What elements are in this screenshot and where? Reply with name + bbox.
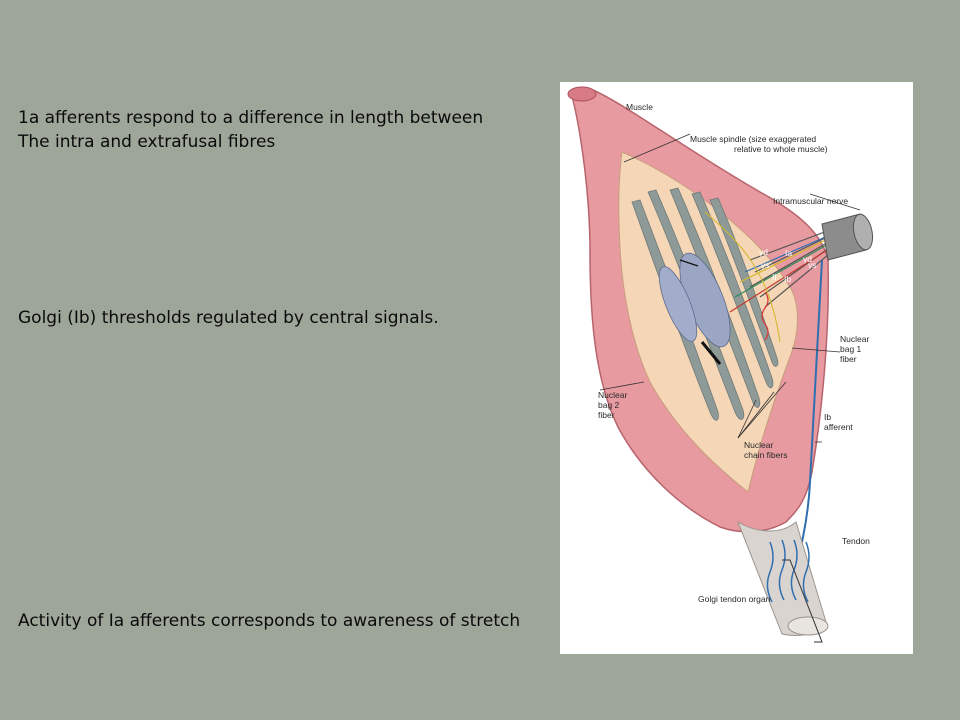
nerve-tag: γs — [761, 260, 770, 270]
label-nuclear-chain-line1: Nuclear — [744, 440, 774, 450]
label-muscle-spindle: Muscle spindle (size exaggerated relativ… — [690, 134, 828, 154]
muscle-cap — [567, 86, 597, 102]
nuclear-bag-swelling — [658, 266, 698, 342]
text-golgi-thresholds: Golgi (Ib) thresholds regulated by centr… — [18, 308, 439, 328]
label-tendon: Tendon — [842, 536, 870, 546]
label-nuclear-bag-2: Nuclear bag 2 fiber — [598, 390, 627, 420]
label-ib-afferent-line1: Ib — [824, 412, 832, 422]
label-golgi-tendon-organ: Golgi tendon organ — [698, 594, 771, 604]
nerve-bundle — [749, 223, 847, 308]
text-ia-awareness: Activity of Ia afferents corresponds to … — [18, 611, 521, 631]
label-intramuscular-nerve: Intramuscular nerve — [773, 196, 849, 206]
fiber-ending-yellow — [704, 211, 781, 343]
label-nuclear-bag-1-line1: Nuclear — [840, 334, 870, 344]
label-muscle-spindle-line1: Muscle spindle (size exaggerated — [690, 134, 817, 144]
intrafusal-fiber — [691, 191, 774, 389]
label-ib-afferent-line2: afferent — [824, 422, 853, 432]
nerve-tag: γd — [803, 254, 812, 264]
label-nuclear-chain: Nuclear chain fibers — [744, 440, 787, 460]
label-nuclear-chain-line2: chain fibers — [744, 450, 788, 460]
intrafusal-fiber — [709, 197, 779, 367]
fiber-ending-black — [700, 341, 722, 365]
label-ib-afferent: Ib afferent — [824, 412, 853, 432]
fiber-ending-red — [761, 291, 769, 341]
text-ia-afferents-line1: 1a afferents respond to a difference in … — [18, 108, 484, 128]
tendon — [736, 520, 827, 636]
golgi-bracket — [782, 559, 823, 643]
label-nuclear-bag-2-line3: fiber — [598, 410, 615, 420]
label-muscle-spindle-line2: relative to whole muscle) — [734, 144, 828, 154]
label-muscle: Muscle — [626, 102, 653, 112]
tendon-end — [787, 616, 829, 636]
muscle-spindle-figure: γd γs II Ia Ib γd γs Muscle Muscle spind… — [560, 82, 913, 654]
text-ia-afferents-line2: The intra and extrafusal fibres — [18, 132, 276, 152]
label-nuclear-bag-1-line3: fiber — [840, 354, 857, 364]
nerve-tag: γs — [808, 260, 817, 270]
label-nuclear-bag-2-line2: bag 2 — [598, 400, 620, 410]
label-nuclear-bag-1: Nuclear bag 1 fiber — [840, 334, 869, 364]
label-nuclear-bag-1-line2: bag 1 — [840, 344, 862, 354]
intramuscular-nerve-cylinder — [821, 213, 874, 261]
nerve-tag: Ia — [785, 248, 793, 258]
leader-lines — [599, 133, 861, 443]
muscle-diagram — [567, 86, 874, 643]
text-ia-afferents: 1a afferents respond to a difference in … — [18, 106, 483, 154]
nerve-tag: II — [772, 272, 777, 282]
label-nuclear-bag-2-line1: Nuclear — [598, 390, 628, 400]
nerve-tag: γd — [759, 247, 768, 257]
nerve-tag: Ib — [784, 274, 792, 284]
fiber-ending-black — [679, 259, 699, 267]
